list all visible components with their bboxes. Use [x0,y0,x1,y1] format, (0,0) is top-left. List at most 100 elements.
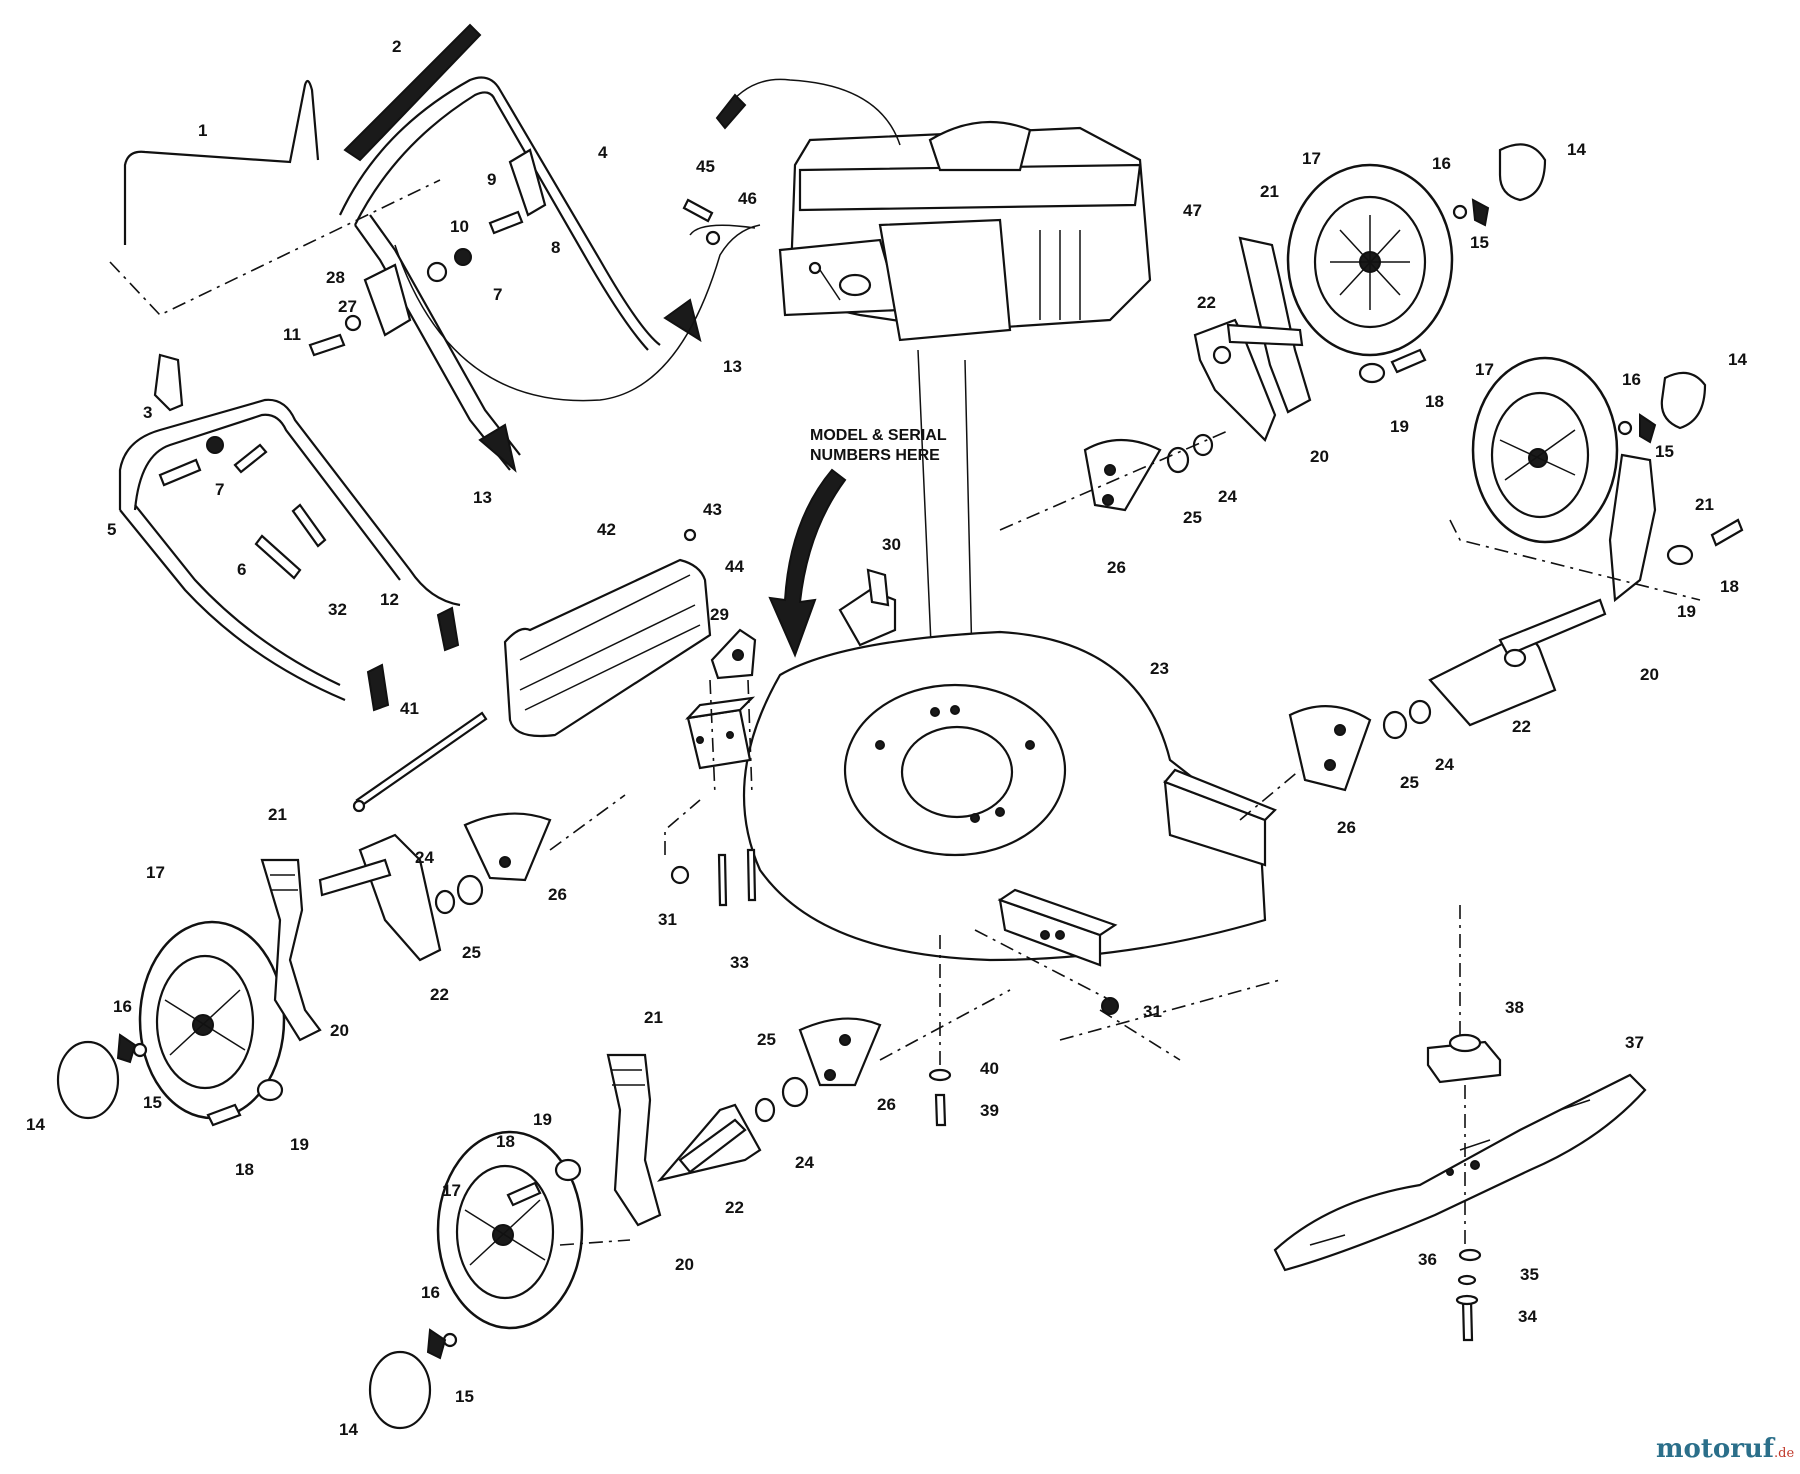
callout-24-rt: 24 [1218,487,1237,506]
callout-26-lb: 26 [877,1095,896,1114]
hubcap-rt [1498,143,1547,202]
callout-43: 43 [703,500,722,519]
callout-25-lb: 25 [757,1030,776,1049]
callout-19-lm: 19 [290,1135,309,1154]
segment-26-lb [798,1017,882,1087]
bolt-18-rt [1390,348,1427,374]
callout-24-lb: 24 [795,1153,814,1172]
callout-33: 33 [730,953,749,972]
callout-31a: 31 [658,910,677,929]
wheel-left-rear [56,794,626,1127]
bushing-25-lb [781,1076,809,1108]
callout-21-lm: 21 [268,805,287,824]
callout-7a: 7 [215,480,224,499]
callout-23: 23 [1150,659,1169,678]
callout-19-rm: 19 [1677,602,1696,621]
lockwasher-35 [1457,1274,1477,1286]
callout-2: 2 [392,37,401,56]
callout-34: 34 [1518,1307,1537,1326]
callout-18-lm: 18 [235,1160,254,1179]
axle-rod [355,711,488,808]
nut-31b [1101,997,1119,1015]
washer-40 [928,1068,952,1082]
callout-8: 8 [551,238,560,257]
segment-26-rt [1083,438,1162,512]
callout-41: 41 [400,699,419,718]
watermark-suffix: .de [1774,1446,1794,1461]
hubcap-lm [56,1040,120,1120]
callout-17-rt: 17 [1302,149,1321,168]
callout-35: 35 [1520,1265,1539,1284]
callout-15-lm: 15 [143,1093,162,1112]
callout-18-lb: 18 [496,1132,515,1151]
callout-21-rt: 21 [1260,182,1279,201]
callout-16-lm: 16 [113,997,132,1016]
bushing-25-rt [1166,446,1190,474]
callout-15-rm: 15 [1655,442,1674,461]
spark-plug-boot [715,93,747,130]
callout-17-lb: 17 [442,1181,461,1200]
wheel-left-front [368,989,1011,1430]
callout-14-rt: 14 [1567,140,1586,159]
callout-44: 44 [725,557,744,576]
callout-18-rm: 18 [1720,577,1739,596]
bolt-33b [746,848,757,902]
engine-group [682,78,1152,342]
callout-16-rt: 16 [1432,154,1451,173]
washer-19-lm [256,1078,284,1102]
callout-22-rt: 22 [1197,293,1216,312]
watermark: motoruf.de [1656,1434,1794,1464]
blade-adapter [1426,1040,1502,1084]
control-bail [123,79,320,245]
callout-25-rt: 25 [1183,508,1202,527]
clip-12b [366,663,390,712]
screw-46 [705,230,721,246]
callout-9: 9 [487,170,496,189]
clip-12a [436,606,460,652]
washer-24-lm [434,889,456,915]
callout-6: 6 [237,560,246,579]
callout-1: 1 [198,121,207,140]
callout-19-rt: 19 [1390,417,1409,436]
callout-15-rt: 15 [1470,233,1489,252]
callout-27: 27 [338,297,357,316]
nut-31a [670,865,690,885]
clip-8 [508,148,547,217]
callout-24-lm: 24 [415,848,434,867]
washer-19-lb [554,1158,582,1182]
mower-deck-group [742,568,1277,967]
callout-4: 4 [598,143,608,162]
callout-22-lb: 22 [725,1198,744,1217]
callout-30: 30 [882,535,901,554]
handle-bracket [363,263,412,337]
bolt-33a [717,853,728,907]
segment-26-rm [1288,705,1372,792]
wheel-right-front [1239,356,1744,821]
adjuster-21-rm [1608,453,1657,603]
callout-26-rt: 26 [1107,558,1126,577]
bolt-18-lm [206,1103,242,1127]
callout-22-lm: 22 [430,985,449,1004]
callout-26-rm: 26 [1337,818,1356,837]
hubcap-lb [368,1350,432,1430]
serial-note-line1: MODEL & SERIAL [810,427,947,444]
callout-39: 39 [980,1101,999,1120]
knob-7-lower [206,436,224,454]
bracket-22-rm [1428,637,1557,727]
upper-handle [339,76,661,346]
washer-19-rt [1358,362,1386,384]
washer-36 [1458,1248,1482,1262]
upper-handle-group [109,23,761,473]
blade-bolt-34 [1461,1298,1474,1342]
callout-21-lb: 21 [644,1008,663,1027]
callout-37: 37 [1625,1033,1644,1052]
callout-42: 42 [597,520,616,539]
bushing-25-lm [456,874,484,906]
adjuster-21-lm [260,858,322,1042]
washer-24-rm [1408,699,1432,725]
callout-20-lm: 20 [330,1021,349,1040]
bolt-6a [158,458,202,487]
spring-32a [254,534,302,580]
bolt-9 [488,210,524,235]
